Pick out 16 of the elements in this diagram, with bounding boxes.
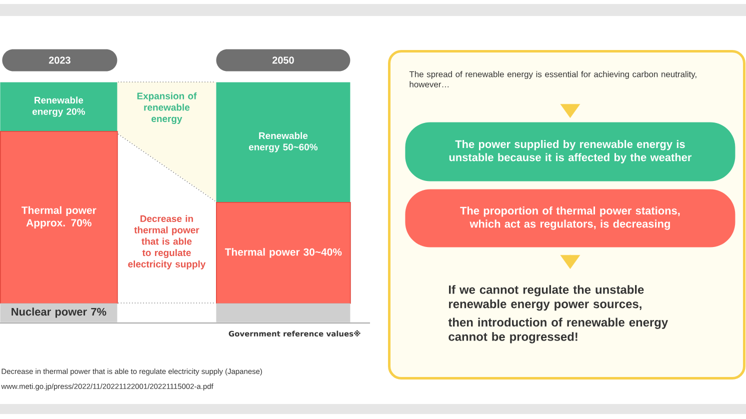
bar-segment: Nuclear power 7% — [0, 303, 118, 322]
bar-segment: Thermal power Approx. 70% — [0, 131, 118, 304]
bar-segment: Renewable energy 20% — [0, 82, 118, 132]
conclusion-text: If we cannot regulate the unstable renewable energy power sources, then introduction of renewable energy cannot be progressed! — [448, 285, 668, 344]
region-text: Expansion of renewable energy — [137, 92, 197, 124]
intro-text: The spread of renewable energy is essential for achieving carbon neutrality, however… — [409, 71, 696, 88]
statement-pill: The proportion of thermal power stations, which act as regulators, is decreasing — [405, 189, 736, 248]
arrow — [560, 104, 580, 118]
year-pill: 2050 — [216, 49, 350, 72]
statement-pill: The power supplied by renewable energy is unstable because it is affected by the weather — [405, 122, 736, 182]
bar-segment: Renewable energy 50~60% — [216, 82, 350, 202]
region-text: Decrease in thermal power that is able to regulate electricity supply — [128, 215, 206, 270]
bar-segment — [216, 303, 350, 322]
bar-segment: Thermal power 30~40% — [216, 202, 351, 304]
arrow — [560, 254, 580, 269]
year-pill: 2023 — [2, 49, 118, 72]
